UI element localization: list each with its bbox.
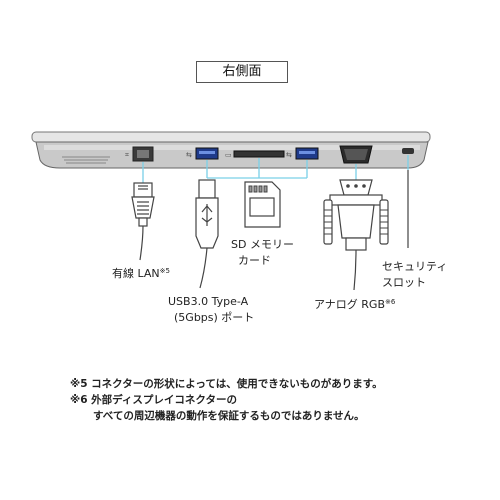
label-usb-line2: (5Gbps) ポート: [174, 311, 255, 324]
lan-port: ⌗: [125, 146, 154, 162]
usb-port-right: ⇆: [286, 147, 319, 160]
label-usb-line1: USB3.0 Type-A: [168, 295, 249, 308]
lan-cable: [131, 182, 155, 261]
footnote-6-line1: ※6 外部ディスプレイコネクターの: [70, 394, 238, 406]
connector-lines: [142, 155, 409, 183]
vga-cable: [323, 179, 389, 291]
usb-icon: ⇆: [186, 151, 192, 159]
label-rgb: アナログ RGB※6: [314, 298, 396, 311]
footnote-5: ※5 コネクターの形状によっては、使用できないものがあります。: [70, 378, 383, 390]
label-lan: 有線 LAN※5: [112, 267, 170, 280]
usb-port-left: ⇆: [186, 147, 219, 160]
label-sd-line2: カード: [238, 254, 271, 267]
usb-cable: [195, 179, 219, 289]
section-title: 右側面: [196, 61, 288, 83]
label-sd-line1: SD メモリー: [231, 238, 294, 251]
sd-icon: ▭: [225, 151, 232, 159]
footnote-6-line2: すべての周辺機器の動作を保証するものではありません。: [93, 410, 365, 422]
usb-icon: ⇆: [286, 151, 292, 159]
vga-port: [339, 145, 373, 164]
security-slot: [402, 148, 414, 154]
sd-slot: ▭: [225, 150, 285, 159]
lan-icon: ⌗: [125, 151, 129, 159]
label-security-line2: スロット: [382, 276, 426, 289]
label-security-line1: セキュリティ: [382, 260, 448, 273]
sd-card: [244, 181, 281, 228]
